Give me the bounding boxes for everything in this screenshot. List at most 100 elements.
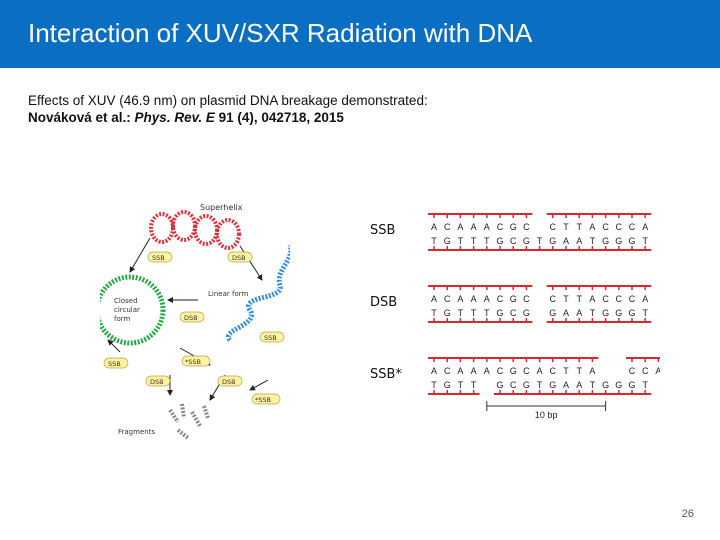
reference-citation: Nováková et al.: Phys. Rev. E 91 (4), 04…	[28, 110, 344, 125]
nucleotide: C	[510, 380, 517, 390]
nucleotide: G	[549, 308, 556, 318]
break-type-label: SSB*	[370, 367, 402, 382]
nucleotide: G	[615, 236, 622, 246]
nucleotide: A	[563, 236, 569, 246]
plasmid-breakage-diagram: Superhelix Closed circular form Linear f…	[100, 190, 290, 450]
title-bar: Interaction of XUV/SXR Radiation with DN…	[0, 0, 720, 68]
nucleotide: A	[576, 236, 582, 246]
ref-authors: Nováková et al.:	[28, 110, 135, 125]
nucleotide: C	[602, 222, 609, 232]
slide-title: Interaction of XUV/SXR Radiation with DN…	[28, 18, 532, 49]
nucleotide: A	[484, 294, 490, 304]
nucleotide: T	[431, 308, 437, 318]
nucleotide: C	[497, 366, 504, 376]
nucleotide: C	[602, 294, 609, 304]
nucleotide: T	[431, 236, 437, 246]
nucleotide: G	[615, 380, 622, 390]
nucleotide: A	[471, 294, 477, 304]
nucleotide: C	[616, 294, 623, 304]
nucleotide: A	[589, 222, 595, 232]
nucleotide: T	[431, 380, 437, 390]
badge-label: SSB	[108, 360, 121, 368]
nucleotide: A	[457, 366, 463, 376]
nucleotide: T	[471, 236, 477, 246]
nucleotide: G	[444, 380, 451, 390]
nucleotide: A	[431, 294, 437, 304]
nucleotide: G	[523, 308, 530, 318]
nucleotide: A	[471, 222, 477, 232]
nucleotide: G	[496, 236, 503, 246]
scale-label: 10 bp	[535, 410, 558, 420]
dna-break-panel: SSBACAAACGCCTTACCCATGTTTGCGTGAATGGGTDSBA…	[370, 200, 660, 430]
nucleotide: A	[589, 294, 595, 304]
nucleotide: G	[602, 380, 609, 390]
nucleotide: T	[537, 380, 543, 390]
nucleotide: T	[576, 294, 582, 304]
nucleotide: T	[458, 308, 464, 318]
nucleotide: A	[563, 308, 569, 318]
nucleotide: T	[642, 236, 648, 246]
nucleotide: C	[510, 236, 517, 246]
nucleotide: G	[510, 222, 517, 232]
badge-label: DSB	[232, 254, 246, 262]
fragments-shape	[170, 404, 208, 438]
nucleotide: C	[642, 366, 649, 376]
nucleotide: A	[563, 380, 569, 390]
nucleotide: A	[431, 366, 437, 376]
nucleotide: G	[549, 236, 556, 246]
page-number: 26	[682, 508, 694, 520]
nucleotide: A	[471, 366, 477, 376]
break-type-label: DSB	[370, 295, 397, 310]
nucleotide: G	[628, 308, 635, 318]
nucleotide: C	[629, 222, 636, 232]
nucleotide: T	[484, 236, 490, 246]
nucleotide: T	[471, 380, 477, 390]
nucleotide: G	[615, 308, 622, 318]
nucleotide: C	[444, 366, 451, 376]
nucleotide: A	[484, 366, 490, 376]
nucleotide: A	[642, 222, 648, 232]
nucleotide: T	[484, 308, 490, 318]
nucleotide: G	[602, 236, 609, 246]
nucleotide: C	[523, 366, 530, 376]
nucleotide: T	[590, 380, 596, 390]
nucleotide: G	[628, 236, 635, 246]
ref-details: 91 (4), 042718, 2015	[215, 110, 344, 125]
nucleotide: T	[576, 222, 582, 232]
nucleotide: C	[629, 294, 636, 304]
nucleotide: T	[590, 236, 596, 246]
nucleotide: A	[457, 294, 463, 304]
superhelix-shape	[151, 212, 239, 248]
nucleotide: C	[616, 222, 623, 232]
nucleotide: C	[444, 222, 451, 232]
nucleotide: T	[563, 294, 569, 304]
ref-journal: Phys. Rev. E	[135, 110, 215, 125]
nucleotide: C	[629, 366, 636, 376]
nucleotide: G	[444, 236, 451, 246]
badge-label: DSB	[184, 314, 198, 322]
closed-circular-label-3: form	[114, 315, 131, 323]
nucleotide: G	[444, 308, 451, 318]
nucleotide: T	[471, 308, 477, 318]
badge-label: SSB	[152, 254, 165, 262]
nucleotide: G	[510, 294, 517, 304]
nucleotide: A	[537, 366, 543, 376]
nucleotide: G	[510, 366, 517, 376]
nucleotide: T	[563, 366, 569, 376]
nucleotide: C	[497, 294, 504, 304]
nucleotide: C	[523, 294, 530, 304]
nucleotide: C	[444, 294, 451, 304]
badge-label: *SSB	[255, 396, 271, 404]
nucleotide: A	[655, 366, 660, 376]
nucleotide: C	[510, 308, 517, 318]
nucleotide: G	[496, 308, 503, 318]
superhelix-label: Superhelix	[200, 203, 243, 212]
linear-form-label: Linear form	[208, 290, 248, 298]
break-type-label: SSB	[370, 223, 395, 238]
nucleotide: C	[523, 222, 530, 232]
nucleotide: A	[642, 294, 648, 304]
badge-label: DSB	[150, 378, 164, 386]
closed-circular-label-1: Closed	[114, 297, 138, 305]
badge-label: DSB	[222, 378, 236, 386]
nucleotide: G	[628, 380, 635, 390]
